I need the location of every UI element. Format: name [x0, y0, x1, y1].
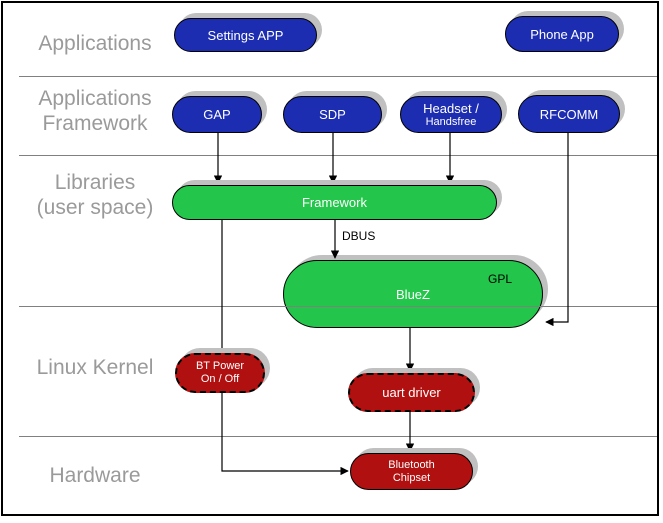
node-label: Handsfree [425, 115, 477, 128]
arrow-rfcomm-to-bluez [545, 133, 569, 327]
divider-applications-framework [19, 76, 657, 77]
layer-label-line: Applications [38, 87, 152, 110]
layer-label-line: Framework [42, 112, 148, 135]
node-label: RFCOMM [539, 106, 599, 122]
layer-label-linux-kernel: Linux Kernel [36, 356, 154, 379]
diagram-border [1, 1, 659, 516]
layer-label-line: Libraries [54, 171, 136, 194]
node-label: Settings APP [207, 27, 284, 43]
node-bluez: BlueZ GPL [283, 260, 543, 328]
node-label: Headset / [423, 100, 479, 116]
node-phone-app: Phone App [505, 16, 619, 52]
node-settings-app: Settings APP [174, 18, 317, 52]
layer-label-hardware: Hardware [49, 464, 141, 487]
layer-label-applications-framework: Applications Framework [10, 86, 180, 136]
node-label: Bluetooth [388, 458, 435, 471]
gpl-license-tag: GPL [487, 272, 512, 286]
node-rfcomm: RFCOMM [518, 95, 620, 133]
node-label: Chipset [392, 471, 431, 484]
layer-label-libraries: Libraries (user space) [10, 170, 180, 220]
node-framework: Framework [172, 185, 497, 220]
node-label: Framework [301, 195, 367, 210]
node-bt-power: BT Power On / Off [175, 353, 265, 393]
node-label: SDP [319, 107, 346, 122]
node-label: uart driver [382, 385, 441, 400]
node-label: BT Power [195, 360, 245, 372]
node-uart-driver: uart driver [348, 373, 475, 412]
layer-label-line: (user space) [36, 196, 154, 219]
node-label: GAP [203, 107, 231, 122]
dbus-edge-label: DBUS [342, 229, 376, 243]
divider-kernel-hardware [19, 436, 657, 437]
node-label: On / Off [200, 373, 240, 385]
node-gap: GAP [172, 96, 262, 133]
node-label: BlueZ [396, 286, 430, 302]
arrow-framework-to-chipset [221, 220, 349, 476]
divider-framework-libraries [19, 155, 657, 156]
node-sdp: SDP [283, 96, 382, 133]
divider-libraries-kernel [19, 306, 657, 307]
node-bluetooth-chipset: Bluetooth Chipset [350, 453, 473, 490]
node-headset-handsfree: Headset / Handsfree [400, 96, 502, 133]
layer-label-applications: Applications [38, 32, 152, 55]
node-label: Phone App [530, 26, 594, 42]
